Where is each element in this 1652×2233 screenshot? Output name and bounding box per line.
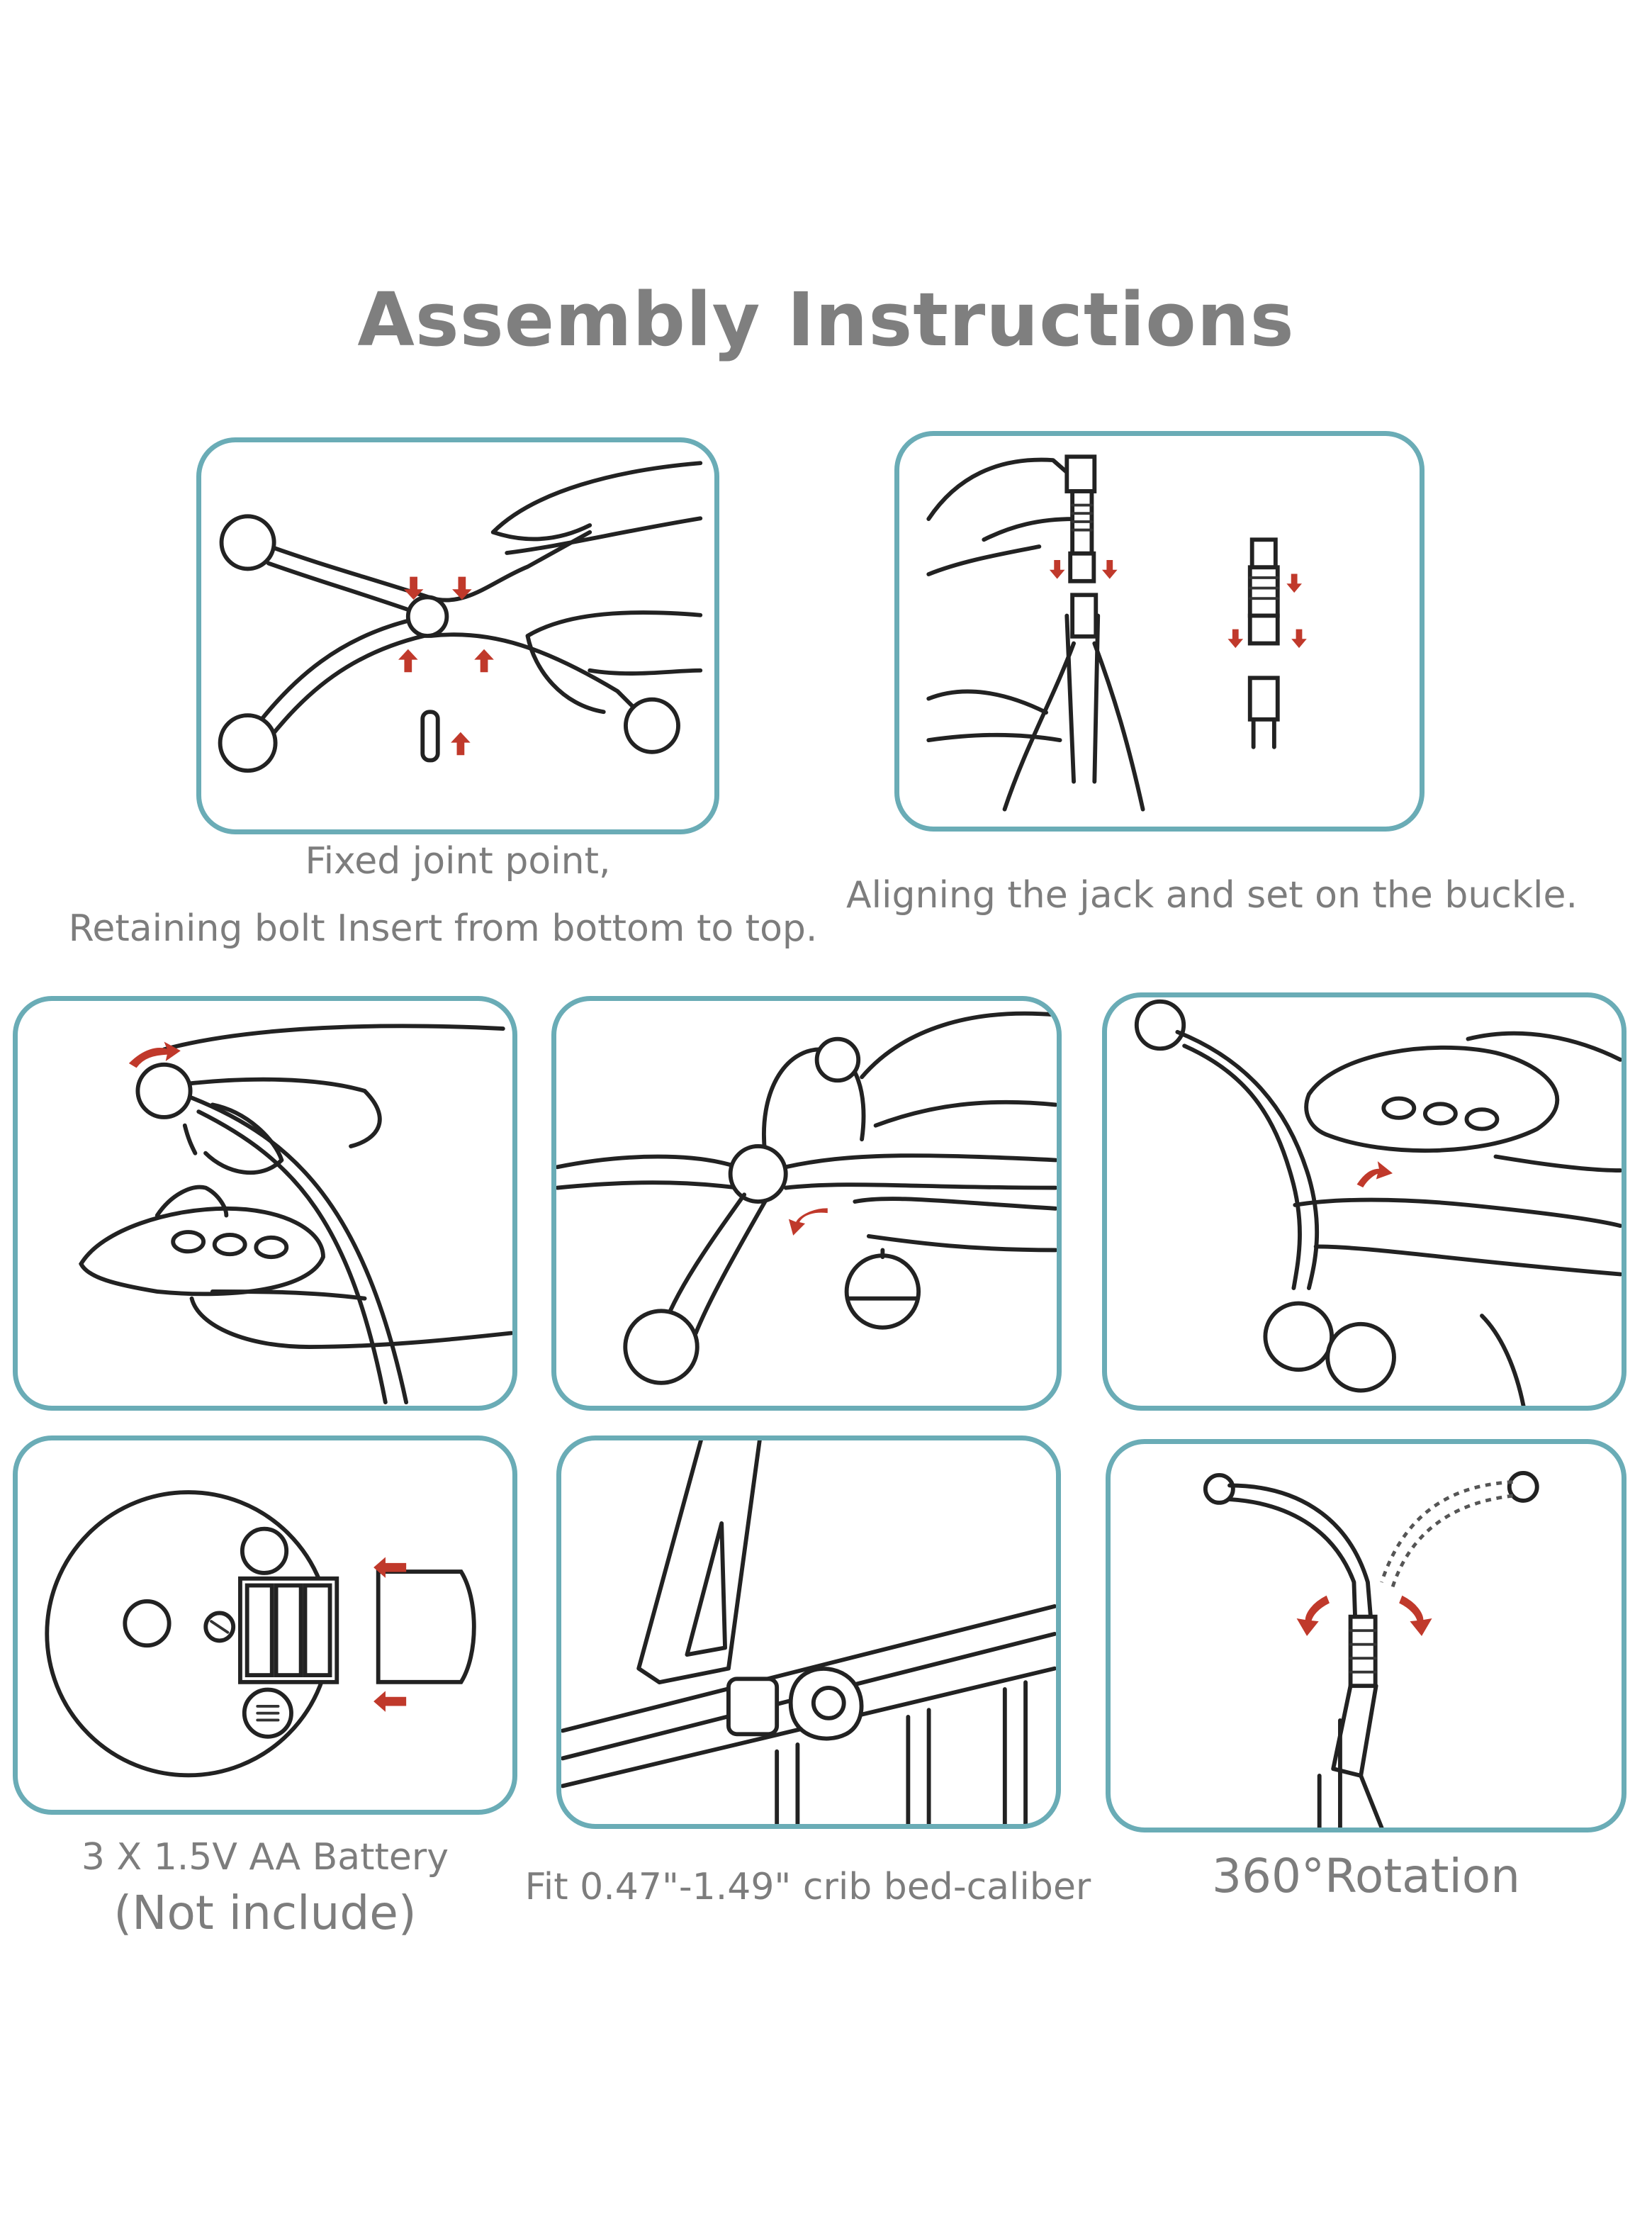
step-6-caption-line-1: 3 X 1.5V AA Battery	[81, 1836, 449, 1879]
step-3-illustration	[13, 996, 517, 1411]
step-1-caption-line-2: Retaining bolt Insert from bottom to top…	[68, 907, 818, 950]
music-box-mount-drawing	[1134, 999, 1622, 1406]
rotation-drawing	[1203, 1471, 1539, 1828]
battery-drawing	[45, 1490, 476, 1778]
step-2-caption: Aligning the jack and set on the buckle.	[846, 874, 1578, 917]
toy-attach-drawing	[556, 1011, 1057, 1385]
step-7-caption: Fit 0.47"-1.49" crib bed-caliber	[524, 1866, 1091, 1908]
step-5-illustration	[1102, 992, 1626, 1411]
step-1-caption-line-1: Fixed joint point,	[305, 840, 611, 883]
music-box-hang-drawing	[79, 1024, 512, 1405]
step-6-caption-line-2: (Not include)	[113, 1886, 417, 1940]
page-title: Assembly Instructions	[357, 276, 1295, 363]
jack-alignment-drawing	[926, 454, 1307, 812]
step-7-illustration	[556, 1436, 1061, 1829]
step-8-illustration	[1106, 1439, 1626, 1832]
crib-clamp-drawing	[561, 1440, 1056, 1824]
step-2-illustration	[894, 431, 1425, 832]
step-4-illustration	[551, 996, 1062, 1411]
arm-joint-drawing	[218, 461, 703, 773]
step-1-illustration	[196, 437, 719, 834]
step-8-caption: 360°Rotation	[1212, 1849, 1520, 1903]
step-6-illustration	[13, 1436, 517, 1815]
